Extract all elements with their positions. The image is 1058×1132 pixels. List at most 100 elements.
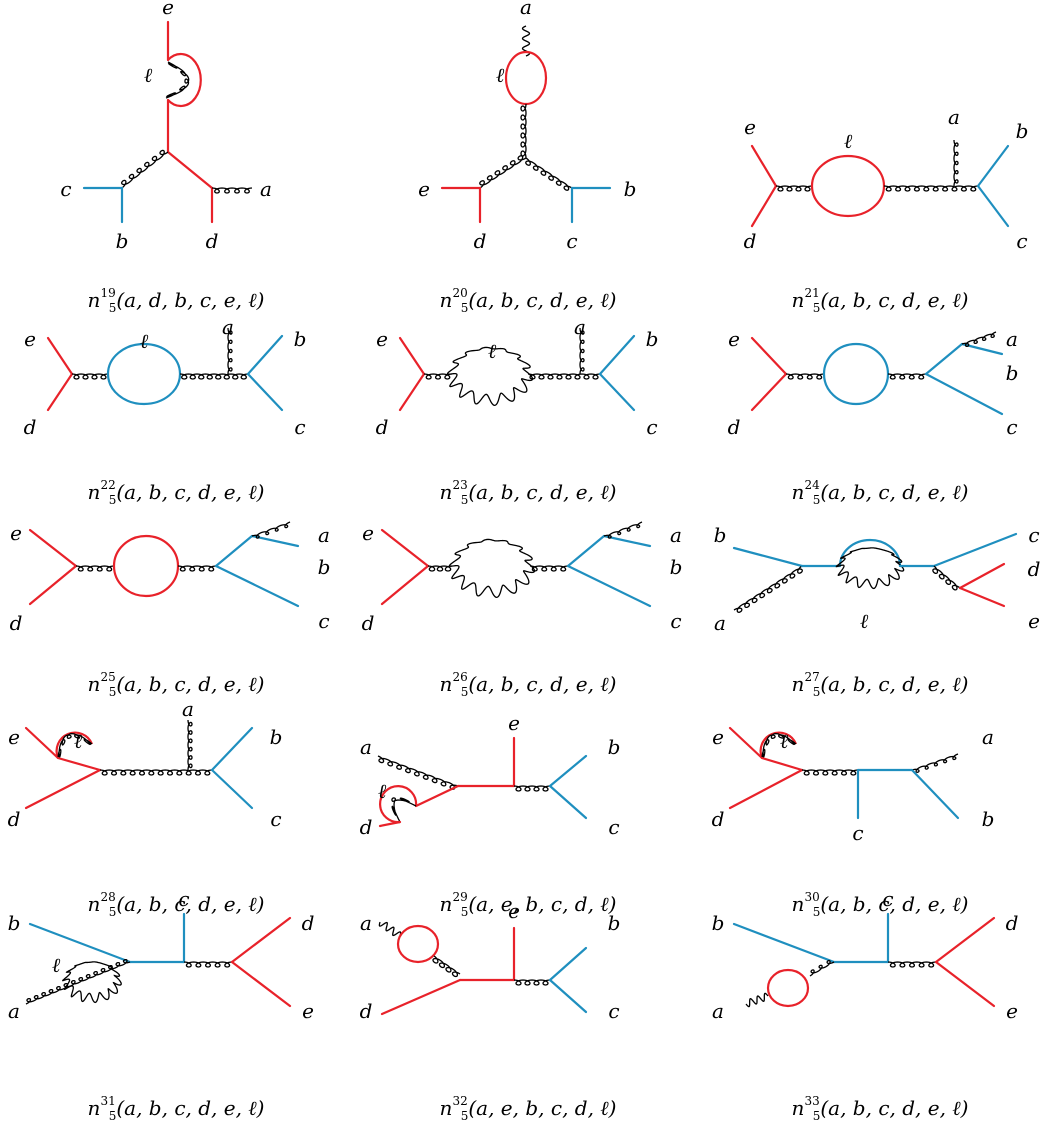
propagator-line [46,336,74,376]
propagator-line [548,946,588,982]
leg-label-a: a [1006,327,1018,351]
caption-base: n [87,288,101,312]
propagator-line [230,960,292,1008]
leg-label-a: a [982,725,994,749]
caption-base: n [791,288,805,312]
caption-arguments: (a, b, c, d, e, ℓ) [820,480,969,504]
gluon-line [745,992,769,1008]
propagator-line [378,820,402,828]
leg-label-a: a [182,697,194,721]
leg-label-b: b [1006,361,1019,385]
gluon-line [527,373,601,380]
leg-label-c: c [608,999,619,1023]
caption-subscript: 5 [108,685,117,699]
diagram-caption: n245(a, b, c, d, e, ℓ) [704,478,1056,507]
leg-label-d: d [376,415,389,439]
leg-label-a: a [8,999,20,1023]
leg-label-c: c [318,609,329,633]
gluon-line [251,521,291,539]
caption-superscript: 31 [100,1094,116,1108]
diagram-caption: n315(a, b, c, d, e, ℓ) [0,1094,352,1123]
propagator-line [246,372,284,412]
loop-arc [838,538,902,567]
leg-label-e: e [302,999,314,1023]
propagator-line [958,586,1006,608]
loop-arc [55,731,94,759]
leg-label-l: ℓ [144,63,153,87]
leg-label-b: b [294,327,307,351]
gluon-line [177,565,217,572]
caption-base: n [439,672,453,696]
propagator-line [924,372,1004,416]
propagator-line [732,922,836,964]
propagator-line [380,978,462,1016]
propagator-line [566,564,652,608]
diagram-caption: n195(a, d, b, c, e, ℓ) [0,286,352,315]
leg-label-e: e [162,0,174,19]
caption-superscript: 20 [452,286,468,300]
caption-subscript: 5 [460,1109,469,1123]
caption-base: n [791,480,805,504]
caption-subscript: 5 [108,493,117,507]
diagram-caption: n295(a, e, b, c, d, ℓ) [352,890,704,919]
caption-base: n [87,1096,101,1120]
caption-superscript: 24 [804,478,820,492]
gluon-line [75,565,115,572]
propagator-line [548,784,588,820]
leg-label-c: c [1006,415,1017,439]
leg-label-c: c [1028,523,1039,547]
leg-label-a: a [712,999,724,1023]
caption-superscript: 27 [804,670,820,684]
gluon-line [479,155,527,189]
caption-arguments: (a, b, c, d, e, ℓ) [116,672,265,696]
propagator-line [214,564,300,608]
leg-label-l: ℓ [52,953,61,977]
gluon-line [887,373,927,380]
leg-label-b: b [624,177,637,201]
loop-arc [759,731,798,759]
propagator-line [732,546,804,568]
caption-superscript: 33 [804,1094,820,1108]
propagator-line [548,754,588,788]
leg-label-l: ℓ [844,129,853,153]
leg-label-d: d [712,807,725,831]
leg-label-d: d [10,611,23,635]
propagator-line [210,768,254,810]
leg-label-b: b [116,229,129,253]
propagator-line [28,564,78,606]
caption-base: n [439,892,453,916]
gluon-line [99,769,213,776]
leg-label-d: d [360,999,373,1023]
leg-label-a: a [520,0,532,19]
leg-label-a: a [260,177,272,201]
propagator-line [566,534,606,568]
leg-label-b: b [714,523,727,547]
leg-label-a: a [222,315,234,339]
caption-arguments: (a, b, c, d, e, ℓ) [820,672,969,696]
diagram-caption: n235(a, b, c, d, e, ℓ) [352,478,704,507]
leg-label-c: c [608,815,619,839]
caption-base: n [791,672,805,696]
propagator-line [380,564,430,606]
leg-label-b: b [318,555,331,579]
leg-label-e: e [712,725,724,749]
propagator-line [750,336,788,376]
gluon-line [911,753,959,773]
leg-label-b: b [608,911,621,935]
propagator-line [750,372,788,412]
caption-subscript: 5 [460,301,469,315]
caption-arguments: (a, e, b, c, d, ℓ) [468,1096,617,1120]
gluon-line [378,921,402,937]
leg-label-d: d [1028,557,1041,581]
leg-label-a: a [670,523,682,547]
caption-base: n [87,892,101,916]
caption-arguments: (a, e, b, c, d, ℓ) [468,892,617,916]
leg-label-c: c [178,887,189,911]
propagator-line [56,756,102,772]
